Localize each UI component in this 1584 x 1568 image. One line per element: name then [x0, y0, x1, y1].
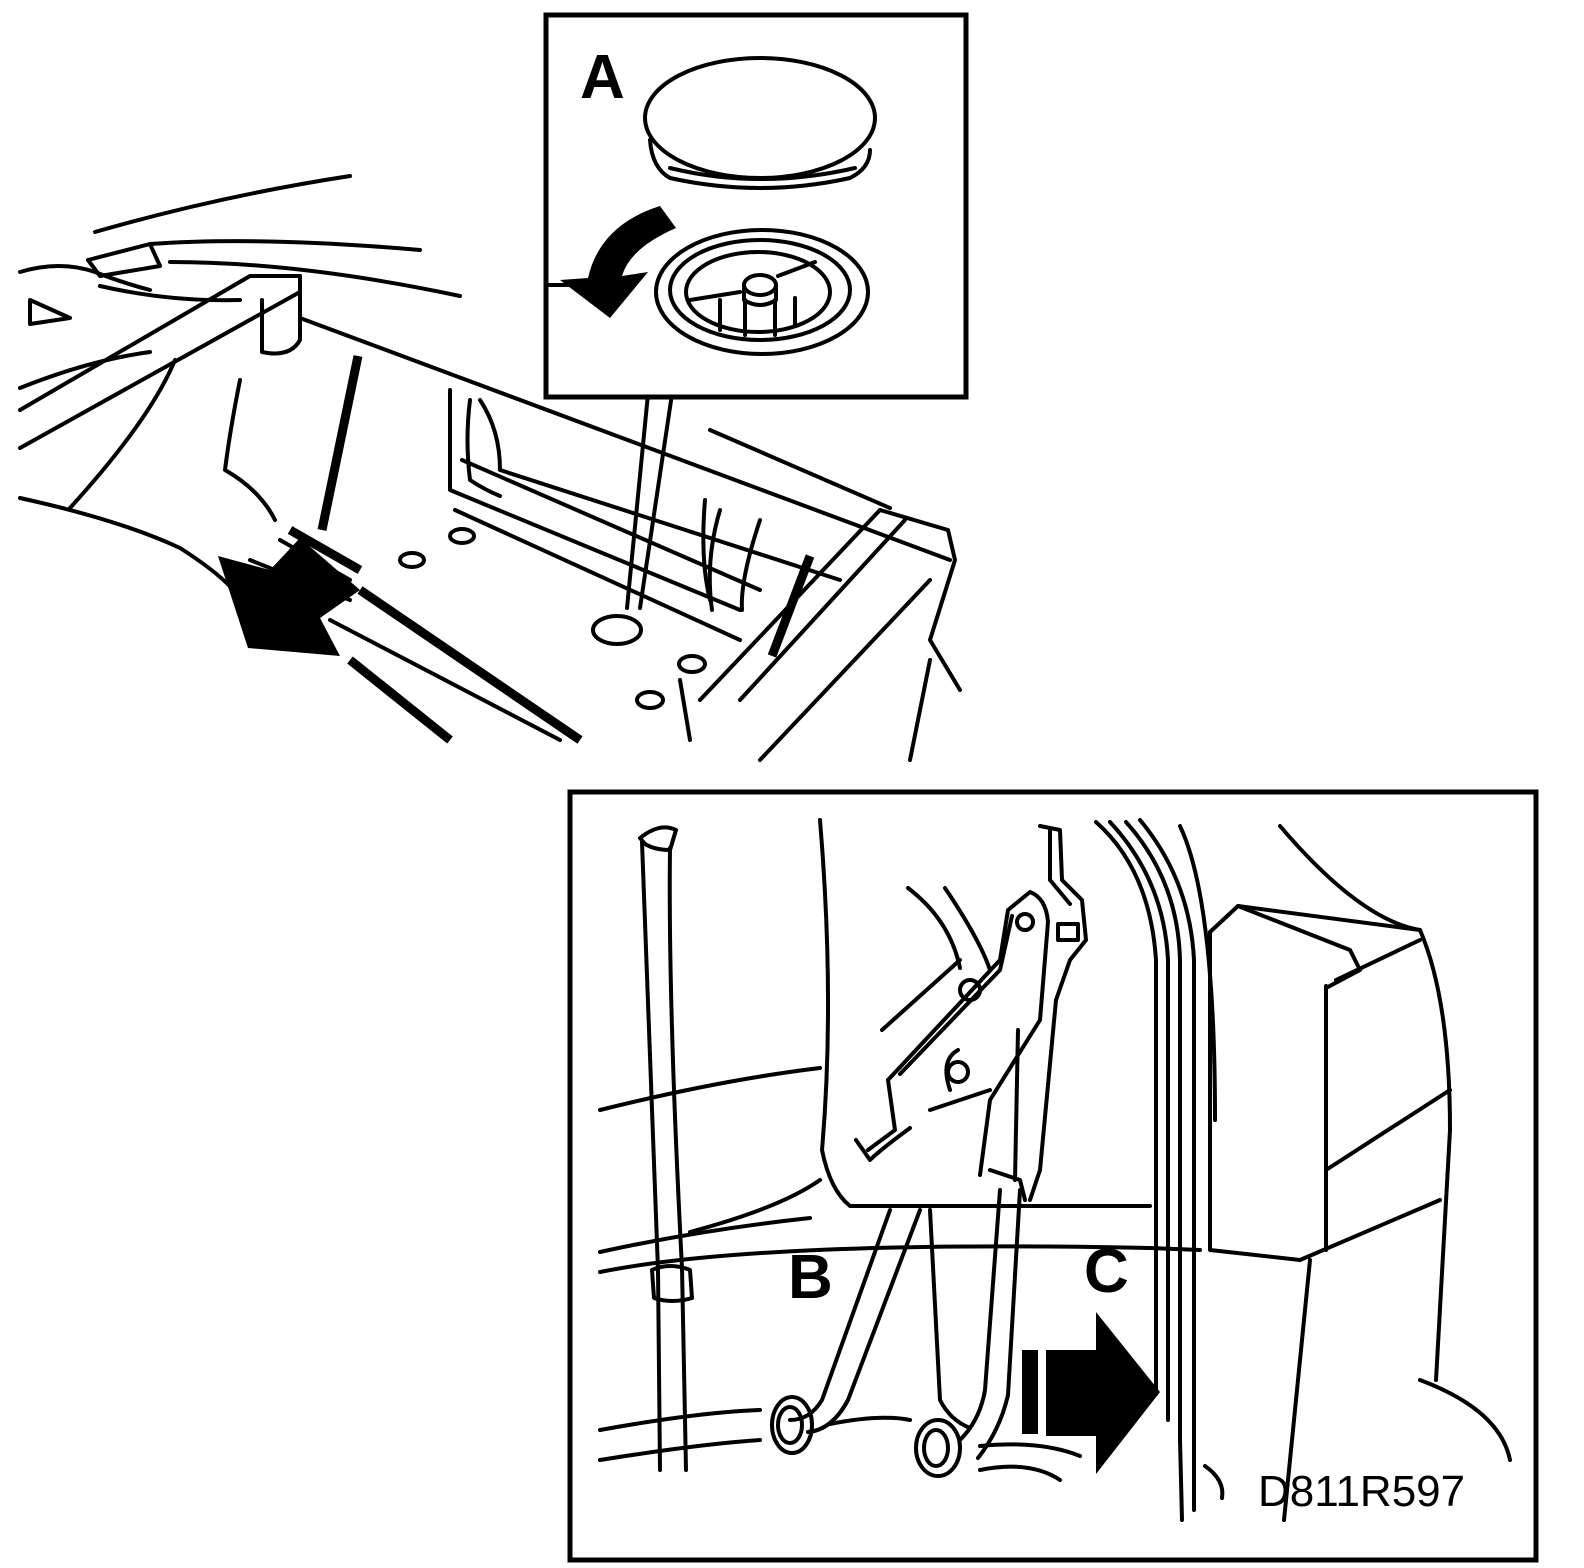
push-arrow-icon [1022, 1312, 1160, 1474]
post [638, 825, 694, 1472]
hinge-bracket [854, 824, 1088, 1202]
hose-b [770, 1208, 972, 1455]
label-a: A [580, 43, 625, 112]
rotate-arrow-icon [560, 206, 676, 318]
drain-hole [654, 228, 870, 356]
seat [1203, 824, 1512, 1522]
callout-line [625, 392, 650, 610]
label-b: B [788, 1243, 833, 1312]
figure-code: D811R597 [1258, 1467, 1465, 1516]
inset-bc: B C D811R597 [567, 789, 1539, 1563]
hose-c [914, 1188, 1022, 1478]
boot-floor-view [18, 174, 962, 762]
label-c: C [1084, 1237, 1129, 1306]
plug-cap [643, 56, 877, 190]
inset-a: A [543, 12, 969, 400]
